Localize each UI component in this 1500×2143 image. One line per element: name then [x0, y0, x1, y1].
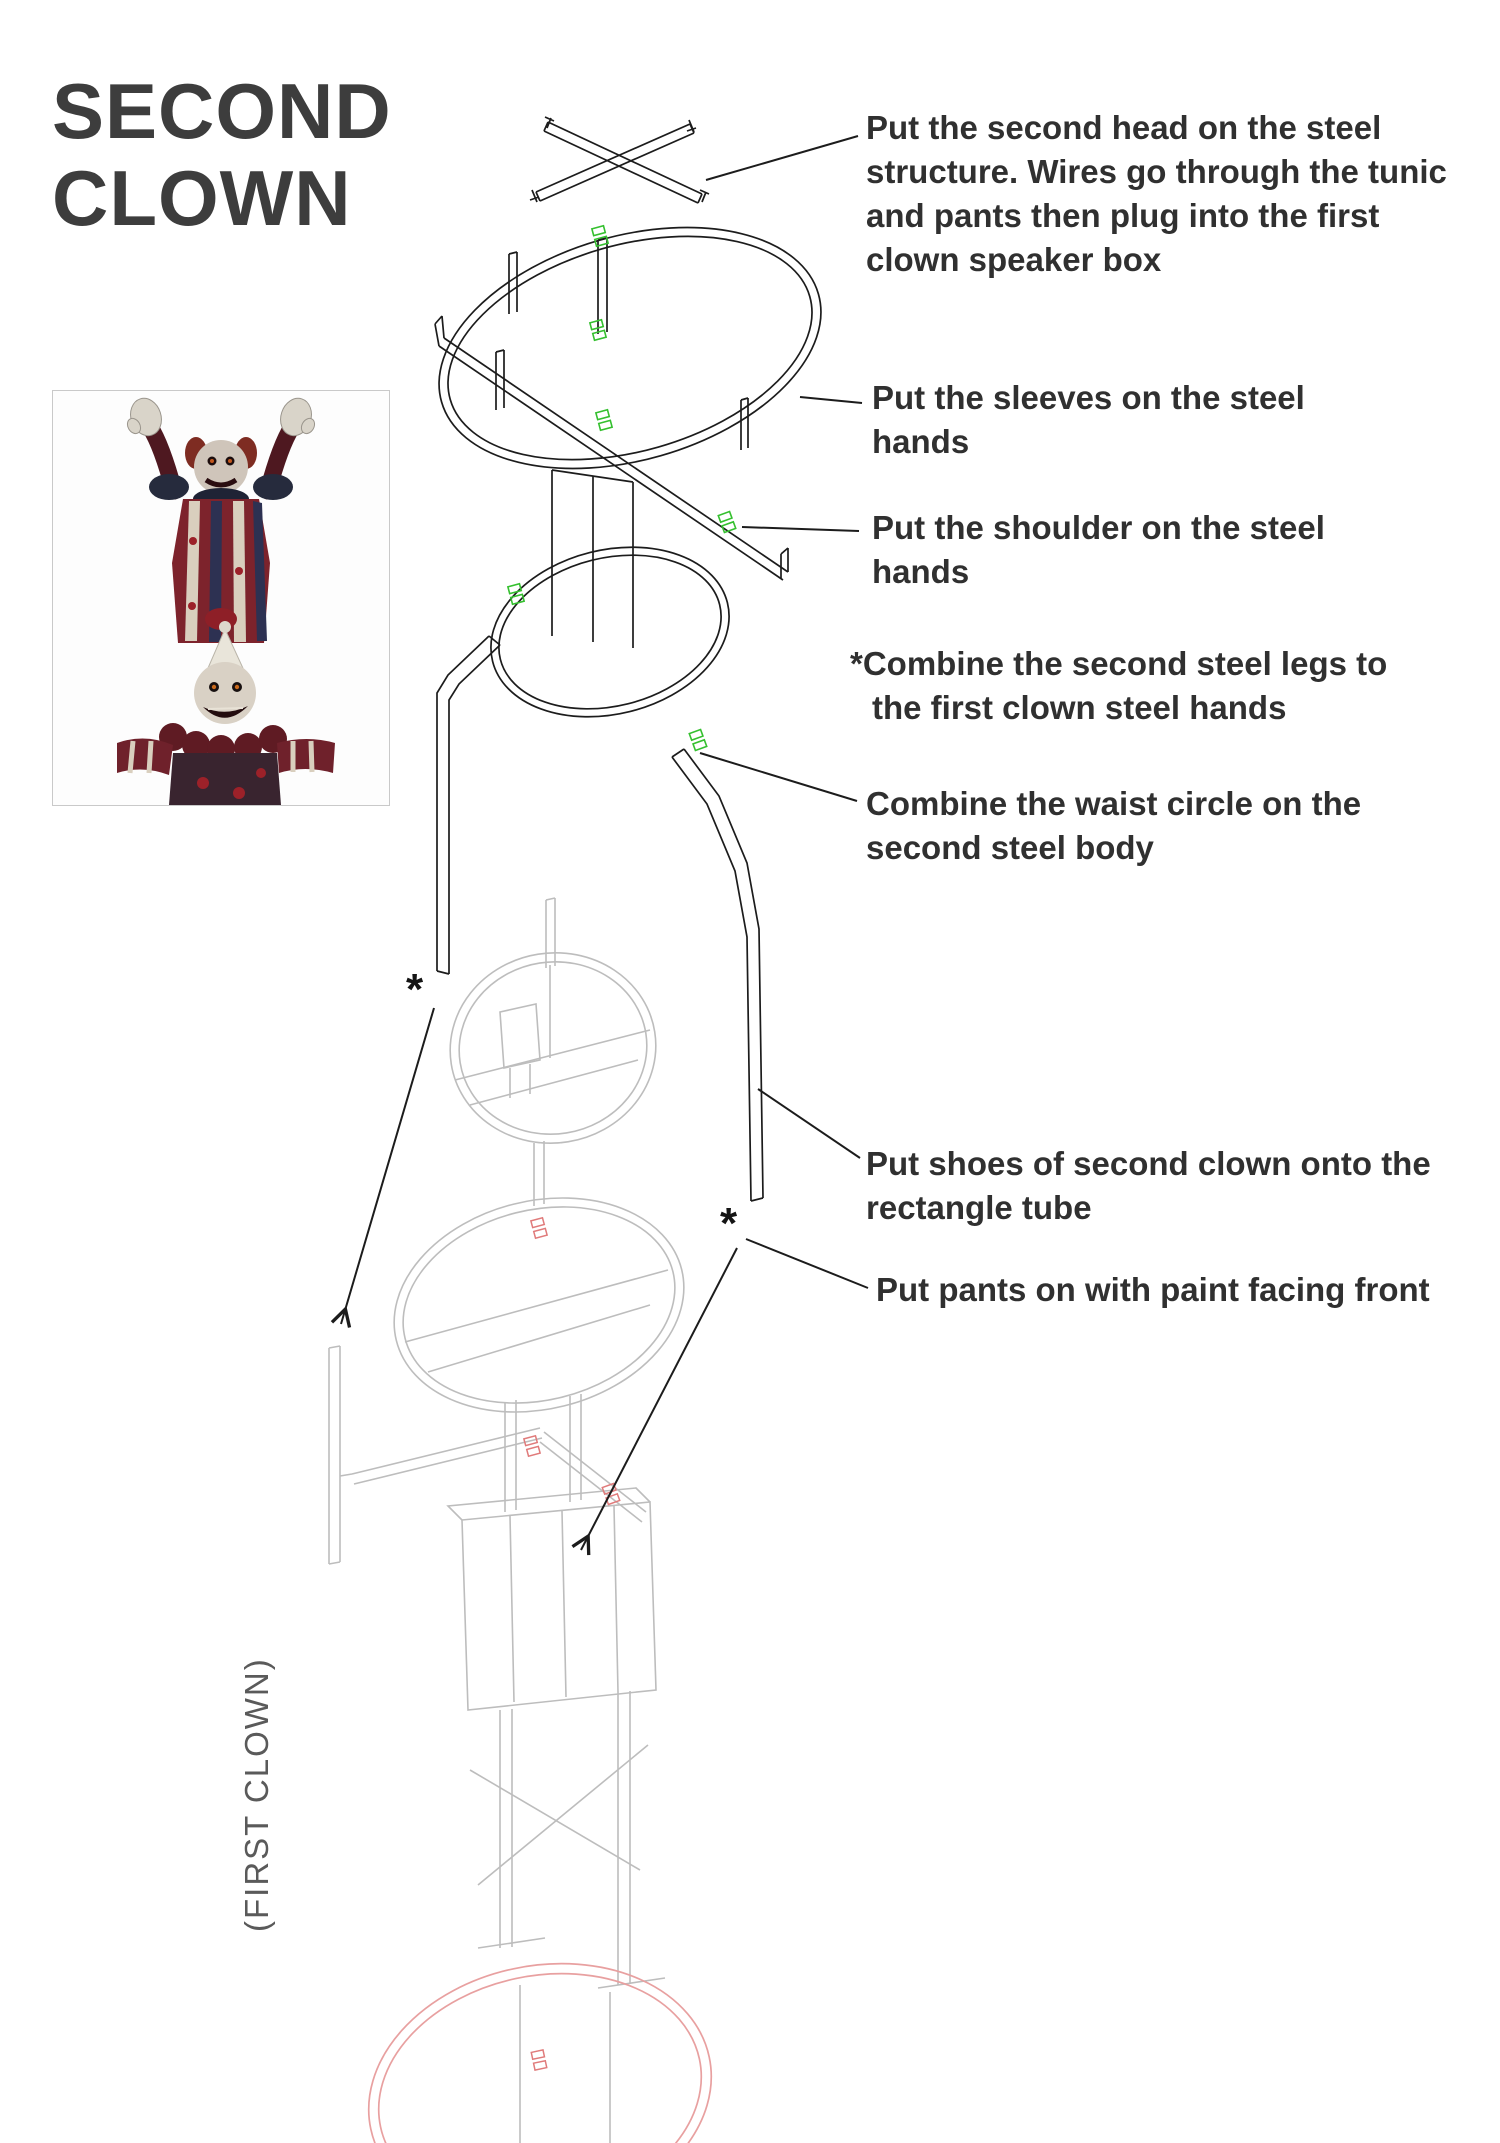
first-clown-connector-marks — [522, 1216, 621, 2071]
right-leg-asterisk: * — [720, 1199, 738, 1248]
annotation-shoulder: Put the shoulder on the steel hands — [872, 509, 1325, 590]
page-title-line1: SECOND — [52, 67, 392, 155]
leg-combine-arrows — [341, 1007, 738, 1550]
annotation-legs-text: Combine the second steel legs to the fir… — [862, 645, 1388, 726]
annotation-waist: Combine the waist circle on the second s… — [866, 785, 1362, 866]
left-leg-asterisk: * — [406, 965, 424, 1014]
annotation-legs: *Combine the second steel legs to the fi… — [850, 642, 1432, 730]
annotation-sleeves: Put the sleeves on the steel hands — [872, 379, 1305, 460]
first-clown-wireframe — [328, 897, 685, 2143]
leader-lines — [699, 135, 869, 1289]
first-clown-label: (FIRST CLOWN) — [238, 1657, 275, 1932]
top-clown-figure — [126, 397, 316, 643]
page-title-line2: CLOWN — [52, 154, 352, 243]
bottom-clown-figure — [117, 621, 335, 805]
annotation-pants: Put pants on with paint facing front — [876, 1271, 1430, 1308]
clown-photo-image — [53, 391, 389, 805]
asterisk-prefix: * — [850, 645, 863, 682]
annotation-shoes: Put shoes of second clown onto the recta… — [866, 1145, 1431, 1226]
clown-photo — [52, 390, 390, 806]
annotation-head: Put the second head on the steel structu… — [866, 109, 1447, 278]
second-clown-wireframe — [434, 116, 822, 1202]
connector-marks-green — [506, 224, 737, 752]
page-title: SECOND CLOWN — [52, 67, 392, 243]
first-clown-pink-ring — [367, 1962, 713, 2143]
